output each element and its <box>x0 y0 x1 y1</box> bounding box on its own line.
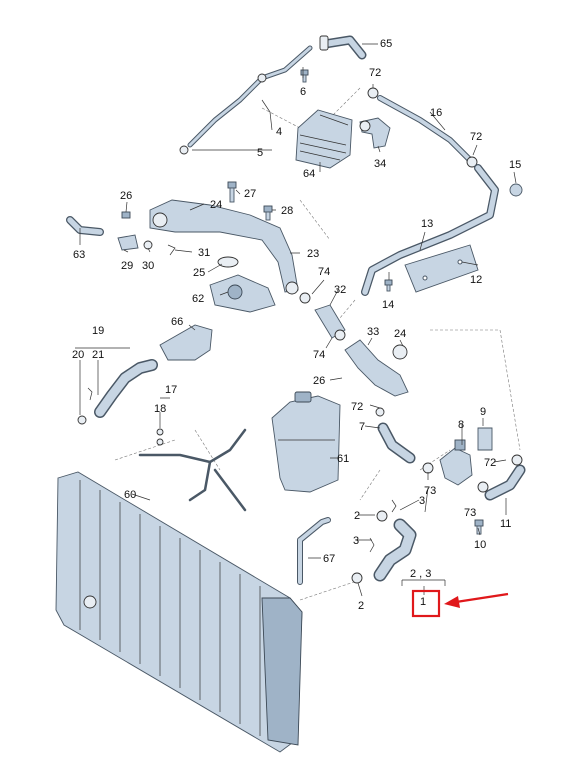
callout-25: 25 <box>193 267 205 279</box>
part-23-pipe <box>149 199 299 295</box>
callouts: 65 6 72 4 5 16 72 15 64 34 26 24 27 28 6… <box>72 38 521 612</box>
callout-29: 29 <box>121 260 133 272</box>
part-8-pump <box>439 427 493 486</box>
callout-72: 72 <box>369 67 381 79</box>
callout-24: 24 <box>210 199 222 211</box>
callout-7: 7 <box>359 421 365 433</box>
callout-73: 73 <box>464 507 476 519</box>
callout-60: 60 <box>124 489 136 501</box>
callout-1: 1 <box>420 596 426 608</box>
callout-61: 61 <box>337 453 349 465</box>
callout-74: 74 <box>313 349 325 361</box>
callout-33: 33 <box>367 326 379 338</box>
callout-26: 26 <box>120 190 132 202</box>
callout-31: 31 <box>198 247 210 259</box>
part-7-hose <box>375 407 416 464</box>
part-17-line <box>138 428 247 512</box>
highlight-box <box>411 589 441 618</box>
callout-66: 66 <box>171 316 183 328</box>
callout-15: 15 <box>509 159 521 171</box>
part-6-bolt <box>300 69 309 83</box>
callout-73: 73 <box>424 485 436 497</box>
part-16-hose <box>367 87 478 168</box>
callout-64: 64 <box>303 168 315 180</box>
callout-2: 2 <box>354 510 360 522</box>
part-33-pipe <box>344 339 409 397</box>
highlight-arrowhead <box>444 596 460 608</box>
callout-12: 12 <box>470 274 482 286</box>
callout-30: 30 <box>142 260 154 272</box>
callout-72: 72 <box>484 457 496 469</box>
callout-2: 2 <box>358 600 364 612</box>
part-65-hose <box>319 35 367 60</box>
part-34-elbow <box>359 117 391 149</box>
callout-27: 27 <box>244 188 256 200</box>
callout-63: 63 <box>73 249 85 261</box>
part-61-tank <box>271 391 341 493</box>
part-1-hose <box>351 499 417 584</box>
callout-13: 13 <box>421 218 433 230</box>
callout-74: 74 <box>318 266 330 278</box>
callout-26: 26 <box>313 375 325 387</box>
leader-lines <box>75 43 517 597</box>
callout-9: 9 <box>480 406 486 418</box>
part-63-hose <box>66 216 104 236</box>
part-10-bolt <box>422 462 489 535</box>
callout-17: 17 <box>165 384 177 396</box>
part-13-hose <box>361 164 499 296</box>
highlight-arrow <box>455 592 509 604</box>
callout-28: 28 <box>281 205 293 217</box>
callout-67: 67 <box>323 553 335 565</box>
callout-6: 6 <box>300 86 306 98</box>
callout-23: 23 <box>307 248 319 260</box>
callout-8: 8 <box>458 419 464 431</box>
callout-32: 32 <box>334 284 346 296</box>
part-67-pipe <box>297 517 331 585</box>
callout-5: 5 <box>257 147 263 159</box>
part-64-cooler <box>295 109 353 169</box>
part-12-bracket <box>404 244 479 293</box>
callout-10: 10 <box>474 539 486 551</box>
part-4-hose <box>179 45 313 155</box>
part-66-pipe <box>159 324 213 361</box>
callout-72: 72 <box>470 131 482 143</box>
callout-3: 3 <box>353 535 359 547</box>
callout-62: 62 <box>192 293 204 305</box>
part-11-hose <box>484 454 526 501</box>
part-60-radiator <box>55 471 303 753</box>
callout-2-3: 2 , 3 <box>410 568 431 580</box>
part-32-hose <box>299 292 346 341</box>
part-15-cap <box>509 183 523 197</box>
part-62-housing <box>209 256 276 313</box>
callout-3: 3 <box>419 495 425 507</box>
callout-72: 72 <box>351 401 363 413</box>
callout-19: 19 <box>92 325 104 337</box>
callout-24: 24 <box>394 328 406 340</box>
callout-11: 11 <box>500 518 511 530</box>
callout-34: 34 <box>374 158 386 170</box>
callout-14: 14 <box>382 299 394 311</box>
callout-65: 65 <box>380 38 392 50</box>
callout-18: 18 <box>154 403 166 415</box>
part-21-hose <box>77 359 158 425</box>
callout-20: 20 <box>72 349 84 361</box>
callout-4: 4 <box>276 126 282 138</box>
part-14-bolt <box>384 279 393 292</box>
callout-16: 16 <box>430 107 442 119</box>
callout-21: 21 <box>92 349 104 361</box>
highlight-marker <box>411 589 509 618</box>
